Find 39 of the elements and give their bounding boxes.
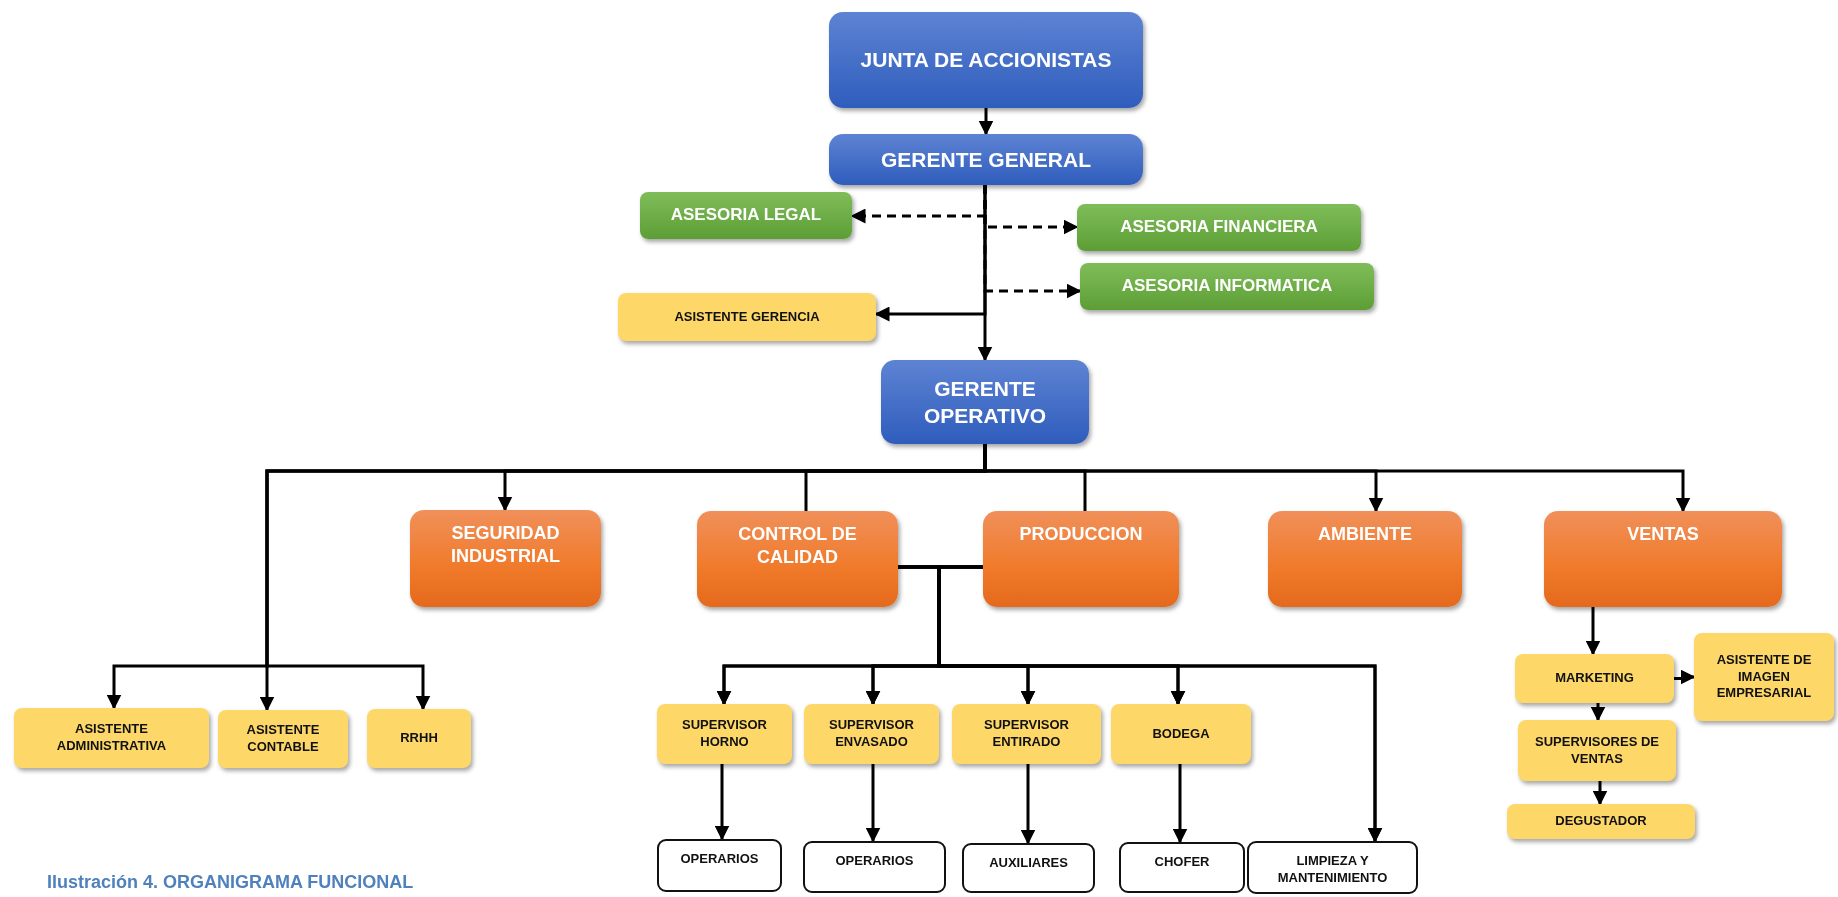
position-box: ASISTENTE DE IMAGEN EMPRESARIAL (1694, 633, 1834, 721)
position-box: SEGURIDAD INDUSTRIAL (410, 510, 601, 607)
position-box: VENTAS (1544, 511, 1782, 607)
position-box: ASISTENTE ADMINISTRATIVA (14, 708, 209, 768)
position-box: AMBIENTE (1268, 511, 1462, 607)
connector-arrow (977, 185, 993, 362)
position-box: ASESORIA INFORMATICA (1080, 263, 1374, 310)
position-box: BODEGA (1111, 704, 1251, 764)
position-box: SUPERVISOR HORNO (657, 704, 792, 764)
position-box: ASISTENTE GERENCIA (618, 293, 876, 341)
position-box: CONTROL DE CALIDAD (697, 511, 898, 607)
connector-arrow (1590, 703, 1606, 722)
position-box: MARKETING (1515, 654, 1674, 703)
position-box: SUPERVISOR ENVASADO (804, 704, 939, 764)
position-box: LIMPIEZA Y MANTENIMIENTO (1247, 841, 1418, 894)
position-box: AUXILIARES (962, 843, 1095, 893)
position-box: SUPERVISORES DE VENTAS (1518, 720, 1676, 781)
connector-arrow (1172, 764, 1188, 844)
position-box: OPERARIOS (803, 841, 946, 893)
connector-arrow (1585, 607, 1601, 656)
position-box: JUNTA DE ACCIONISTAS (829, 12, 1143, 108)
position-box: GERENTE OPERATIVO (881, 360, 1089, 444)
connector-arrow (978, 108, 994, 136)
connector-arrow (1674, 669, 1696, 685)
position-box: SUPERVISOR ENTIRADO (952, 704, 1101, 764)
connector-arrow (714, 764, 730, 841)
position-box: ASISTENTE CONTABLE (218, 710, 348, 768)
position-box: ASESORIA FINANCIERA (1077, 204, 1361, 251)
connector-arrow (865, 764, 881, 843)
position-box: CHOFER (1119, 842, 1245, 893)
position-box: GERENTE GENERAL (829, 134, 1143, 185)
connector-arrow (1592, 781, 1608, 806)
position-box: OPERARIOS (657, 839, 782, 892)
position-box: PRODUCCION (983, 511, 1179, 607)
position-box: ASESORIA LEGAL (640, 192, 852, 239)
position-box: DEGUSTADOR (1507, 804, 1695, 839)
position-box: RRHH (367, 709, 471, 768)
figure-caption: Ilustración 4. ORGANIGRAMA FUNCIONAL (47, 872, 414, 893)
connector-arrow (1020, 764, 1036, 845)
